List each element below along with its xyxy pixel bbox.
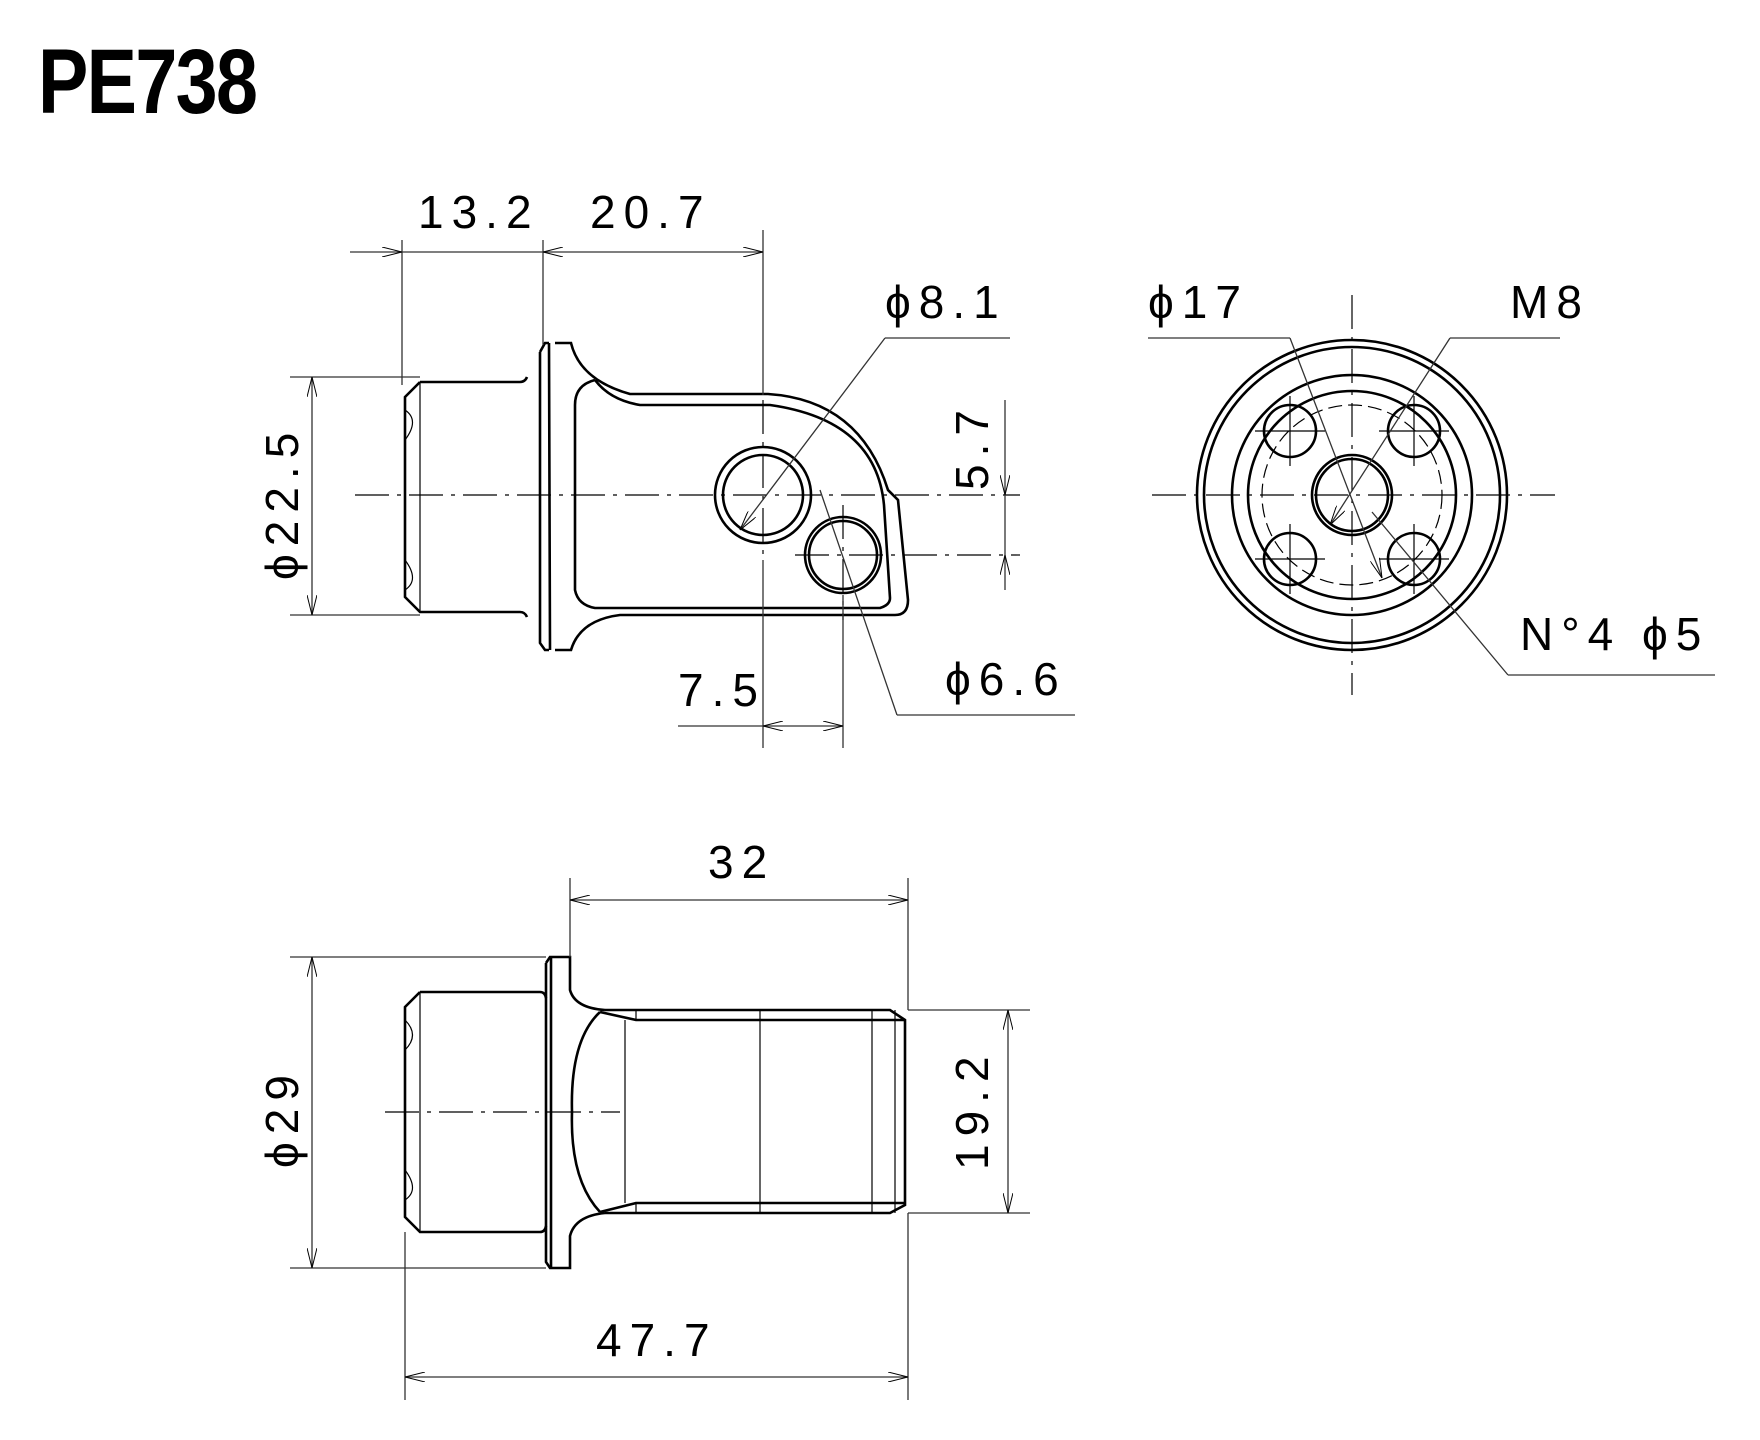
dim-shank-diameter: 19.2: [946, 1048, 998, 1170]
dim-overall-length: 47.7: [596, 1314, 718, 1366]
dim-spigot-diameter: ϕ22.5: [256, 425, 308, 580]
dim-thread: M8: [1510, 276, 1590, 328]
dim-hole-large: ϕ8.1: [885, 276, 1007, 328]
dim-holes: N°4 ϕ5: [1520, 608, 1709, 660]
dim-horizontal-offset: 7.5: [678, 664, 766, 716]
side-view: 13.2 20.7 ϕ22.5 ϕ8.1 5.7 7.5 ϕ6.6: [256, 186, 1075, 748]
dim-shank-length: 32: [708, 836, 775, 888]
bottom-view: 32 ϕ29 19.2 47.7: [256, 836, 1030, 1400]
dim-body-length: 20.7: [590, 186, 712, 238]
dim-vertical-offset: 5.7: [946, 402, 998, 490]
end-view: ϕ17 M8 N°4 ϕ5: [1148, 276, 1715, 695]
part-number-title: PE738: [38, 31, 258, 133]
dim-pcd: ϕ17: [1148, 276, 1249, 328]
dim-flange-diameter: ϕ29: [256, 1067, 308, 1168]
dim-flange-offset: 13.2: [418, 186, 540, 238]
dim-hole-small: ϕ6.6: [945, 653, 1067, 705]
